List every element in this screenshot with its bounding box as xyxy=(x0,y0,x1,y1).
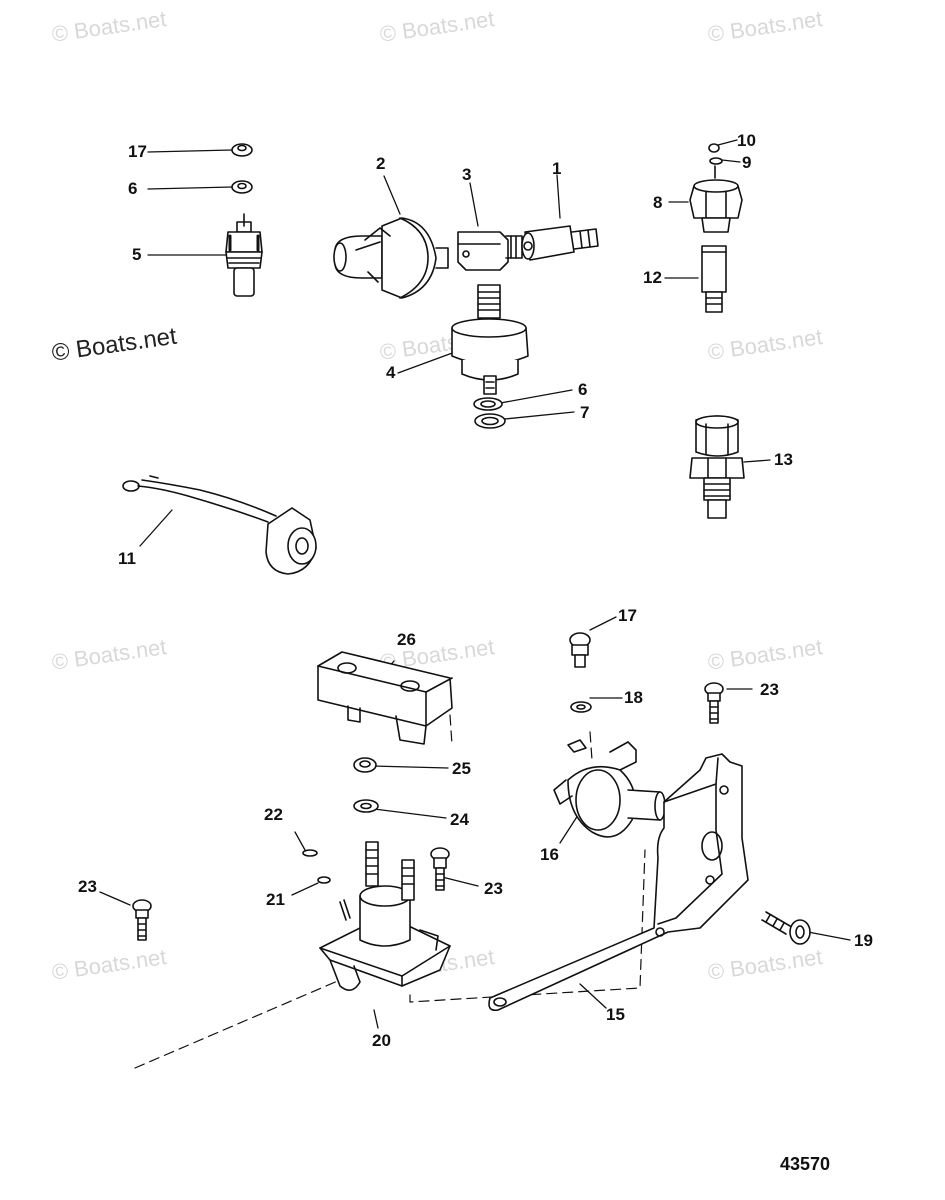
washer-icon xyxy=(709,157,723,165)
callout-9: 9 xyxy=(742,153,752,172)
tee-fitting-icon xyxy=(457,231,523,271)
callout-11: 11 xyxy=(118,549,136,568)
temperature-sender-icon xyxy=(225,213,263,297)
callout-18: 18 xyxy=(624,688,643,707)
adapter-fitting-icon xyxy=(701,245,727,313)
wire-harness-icon xyxy=(122,475,317,575)
hex-nut-icon xyxy=(474,413,506,429)
callout-23: 23 xyxy=(484,879,503,898)
washer-icon xyxy=(302,849,318,857)
leader-lines xyxy=(99,139,851,1029)
callout-23: 23 xyxy=(760,680,779,699)
callout-5: 5 xyxy=(132,245,142,264)
hose-coupler-icon xyxy=(521,225,599,261)
callout-15: 15 xyxy=(606,1005,625,1024)
sender-fitting-icon xyxy=(689,415,745,519)
callout-24: 24 xyxy=(450,810,469,829)
callout-7: 17 xyxy=(128,142,147,161)
callout-2: 2 xyxy=(376,154,386,173)
hex-nut-icon xyxy=(353,757,377,773)
callout-4: 4 xyxy=(386,363,396,382)
relay-bracket-icon xyxy=(488,753,749,1012)
screw-icon xyxy=(430,847,450,891)
callout-20: 20 xyxy=(372,1031,391,1050)
screw-icon xyxy=(132,899,152,941)
hex-nut-icon xyxy=(231,143,253,157)
callout-25: 25 xyxy=(452,759,471,778)
screw-icon xyxy=(704,682,724,724)
lock-washer-icon xyxy=(570,701,592,713)
callout-23: 23 xyxy=(78,877,97,896)
lock-washer-icon xyxy=(231,180,253,194)
callout-13: 13 xyxy=(774,450,793,469)
callout-10: 10 xyxy=(737,131,756,150)
washer-icon xyxy=(317,876,331,884)
callout-22: 22 xyxy=(264,805,283,824)
relay-solenoid-icon xyxy=(553,739,666,838)
callout-6: 6 xyxy=(578,380,588,399)
callout-6: 6 xyxy=(128,179,138,198)
lock-washer-icon xyxy=(353,799,379,813)
nut-icon xyxy=(708,143,720,153)
callout-3: 3 xyxy=(462,165,472,184)
callout-1: 1 xyxy=(552,159,562,178)
screw-icon xyxy=(761,911,811,945)
callout-21: 21 xyxy=(266,890,285,909)
callout-19: 19 xyxy=(854,931,873,950)
water-separator-fitting-icon xyxy=(333,217,449,299)
callout-17: 17 xyxy=(618,606,637,625)
callout-7: 7 xyxy=(580,403,590,422)
pressure-switch-icon xyxy=(451,284,529,395)
drawing-number: 43570 xyxy=(780,1154,831,1174)
callout-16: 16 xyxy=(540,845,559,864)
callout-12: 12 xyxy=(643,268,662,287)
oil-pressure-switch-icon xyxy=(689,165,743,233)
starter-solenoid-icon xyxy=(319,841,451,991)
callout-8: 8 xyxy=(653,193,663,212)
mounting-bracket-icon xyxy=(317,651,453,745)
callout-26: 26 xyxy=(397,630,416,649)
lock-washer-icon xyxy=(473,397,503,411)
bolt-icon xyxy=(569,632,591,668)
